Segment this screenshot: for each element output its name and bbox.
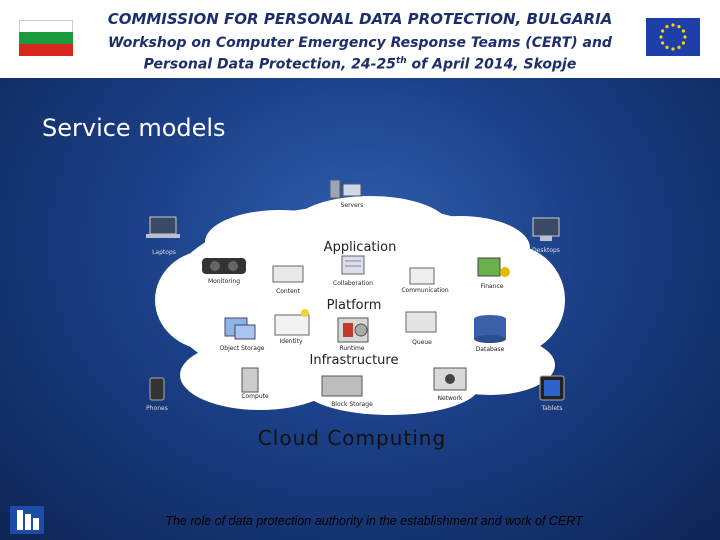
compute-icon xyxy=(241,367,259,393)
network-icon xyxy=(433,367,467,391)
label-database: Database xyxy=(476,346,505,353)
label-runtime: Runtime xyxy=(339,345,364,352)
eu-flag-icon xyxy=(646,18,700,56)
label-collaboration: Collaboration xyxy=(333,280,373,287)
object-storage-icon xyxy=(224,317,256,340)
tablets-icon xyxy=(539,375,565,401)
database-icon xyxy=(474,315,506,343)
footer-caption: The role of data protection authority in… xyxy=(165,514,583,528)
runtime-icon xyxy=(337,317,369,343)
layer-application: Application xyxy=(324,240,397,255)
phones-icon xyxy=(149,377,165,401)
label-laptops: Laptops xyxy=(152,249,176,256)
queue-icon xyxy=(405,311,437,333)
bulgarian-flag-icon xyxy=(19,20,73,56)
diagram-caption: Cloud Computing xyxy=(258,426,446,450)
label-monitoring: Monitoring xyxy=(208,278,240,285)
label-identity: Identity xyxy=(280,338,303,345)
servers-icon xyxy=(329,179,362,199)
block-storage-icon xyxy=(321,375,363,397)
label-content: Content xyxy=(276,288,301,295)
header-line-2: Workshop on Computer Emergency Response … xyxy=(108,35,612,51)
label-communication: Communication xyxy=(401,287,448,294)
laptops-icon xyxy=(146,216,180,238)
header-line-1: COMMISSION FOR PERSONAL DATA PROTECTION,… xyxy=(107,10,613,28)
finance-icon xyxy=(477,257,510,277)
cloud-computing-diagram: Application Platform Infrastructure Serv… xyxy=(146,179,565,450)
label-desktops: Desktops xyxy=(532,247,560,254)
organization-logo-icon xyxy=(10,504,44,536)
label-servers: Servers xyxy=(341,202,364,209)
slide-title: Service models xyxy=(42,114,226,142)
label-queue: Queue xyxy=(412,339,432,346)
label-finance: Finance xyxy=(481,283,504,290)
content-icon xyxy=(272,265,304,283)
label-block-storage: Block Storage xyxy=(331,401,373,408)
identity-icon xyxy=(274,309,310,336)
collaboration-icon xyxy=(341,255,365,275)
desktops-icon xyxy=(532,217,560,241)
label-phones: Phones xyxy=(146,405,168,412)
layer-infrastructure: Infrastructure xyxy=(310,353,399,368)
label-tablets: Tablets xyxy=(541,405,563,412)
label-compute: Compute xyxy=(241,393,269,400)
communication-icon xyxy=(409,267,435,285)
layer-platform: Platform xyxy=(327,298,382,313)
slide-header: COMMISSION FOR PERSONAL DATA PROTECTION,… xyxy=(0,0,720,78)
monitoring-icon xyxy=(202,258,246,274)
label-object-storage: Object Storage xyxy=(220,345,265,352)
label-network: Network xyxy=(437,395,463,402)
header-line-3: Personal Data Protection, 24-25th of Apr… xyxy=(143,56,577,73)
